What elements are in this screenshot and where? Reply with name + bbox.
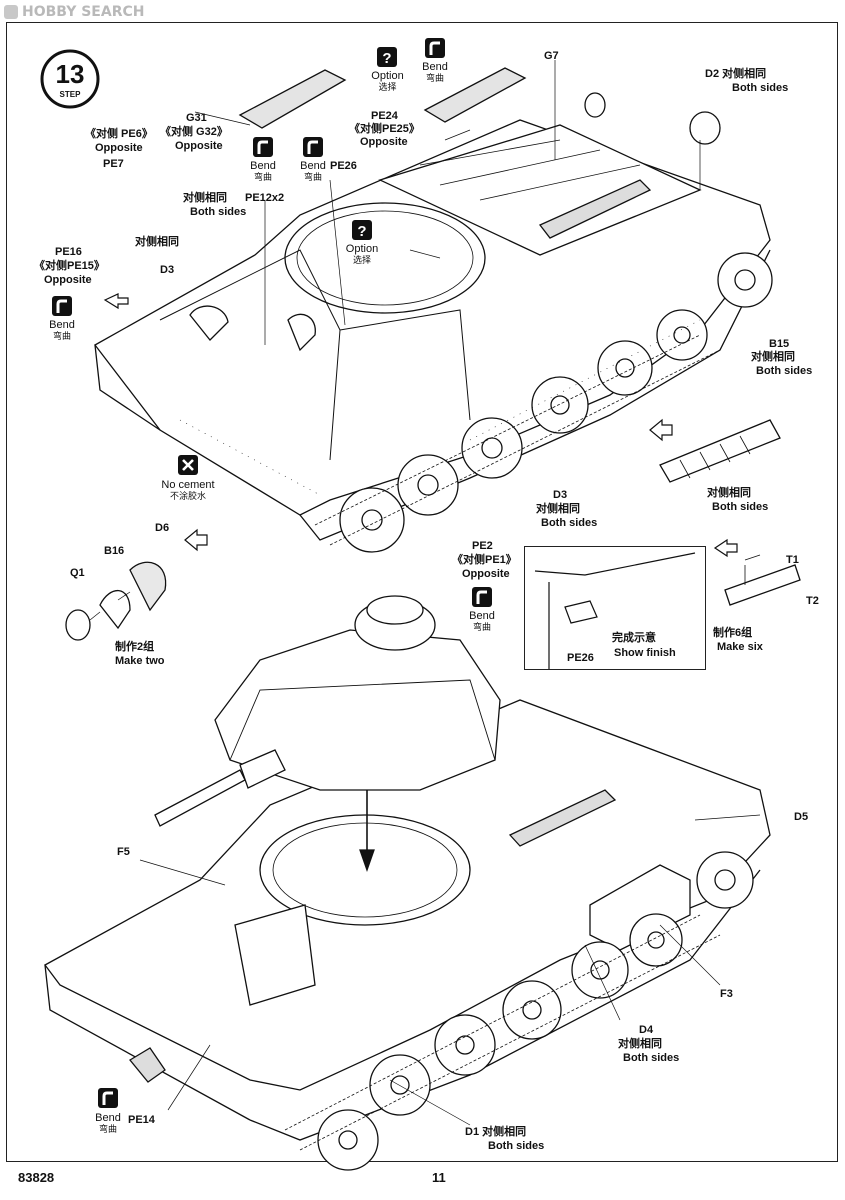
label-d4-zh: 对侧相同 — [618, 1038, 662, 1050]
label-d6: D6 — [155, 522, 170, 534]
label-t1: T1 — [786, 554, 799, 566]
step-word: STEP — [59, 90, 81, 99]
top-hull-drawing — [94, 60, 773, 553]
inset-drawing — [534, 552, 696, 669]
headlight-subassembly-drawing — [65, 561, 167, 641]
label-d4-both: Both sides — [623, 1052, 680, 1064]
label-d2: D2 对侧相同 — [705, 68, 767, 80]
label-pe1: 《对侧PE1》 — [452, 554, 517, 566]
bend-label: Bend 弯曲 — [95, 1112, 121, 1135]
label-pe1-opposite: Opposite — [462, 568, 510, 580]
label-make-two-zh: 制作2组 — [115, 641, 155, 653]
label-pe25-opposite: Opposite — [360, 136, 408, 148]
label-pe15: 《对侧PE15》 — [34, 260, 105, 272]
label-g32-opposite: Opposite — [175, 140, 223, 152]
label-f3: F3 — [720, 988, 733, 1000]
label-d5: D5 — [794, 811, 809, 823]
bend-icon — [253, 137, 273, 157]
hobby-search-logo-icon — [4, 5, 18, 19]
bend-label: Bend 弯曲 — [469, 610, 495, 633]
option-icon: ? — [377, 47, 397, 67]
label-t2: T2 — [806, 595, 819, 607]
page-number: 11 — [432, 1170, 446, 1185]
hollow-arrow-icon — [103, 293, 129, 310]
label-d2-both: Both sides — [732, 82, 789, 94]
bend-label: Bend 弯曲 — [422, 61, 448, 84]
bend-icon — [52, 296, 72, 316]
label-pe15-opposite: Opposite — [44, 274, 92, 286]
hollow-arrow-icon — [184, 528, 208, 552]
label-d3-mid: D3 — [553, 489, 568, 501]
bend-icon — [425, 38, 445, 58]
bend-label: Bend 弯曲 — [300, 160, 326, 183]
step-badge-drawing — [40, 49, 100, 109]
option-label: Option 选择 — [345, 243, 379, 266]
label-pe16: PE16 — [55, 246, 82, 258]
label-b15-both: Both sides — [756, 365, 813, 377]
label-tracks-both: Both sides — [712, 501, 769, 513]
label-d3-top: D3 — [160, 264, 175, 276]
label-b15-zh: 对侧相同 — [751, 351, 795, 363]
bottom-road-wheels — [317, 851, 754, 1171]
watermark: HOBBY SEARCH — [4, 4, 144, 20]
label-pe14: PE14 — [128, 1114, 155, 1126]
bend-icon — [303, 137, 323, 157]
label-pe2: PE2 — [472, 540, 493, 552]
label-b16: B16 — [104, 545, 125, 557]
label-make-two: Make two — [115, 655, 165, 667]
svg-text:?: ? — [357, 223, 366, 240]
option-label: Option 选择 — [371, 70, 404, 93]
label-pe6-opposite: Opposite — [95, 142, 143, 154]
product-code: 83828 — [18, 1170, 55, 1185]
svg-text:?: ? — [382, 50, 391, 67]
label-pe25: 《对侧PE25》 — [349, 123, 420, 135]
watermark-text: HOBBY SEARCH — [22, 4, 145, 20]
label-b15: B15 — [769, 338, 790, 350]
label-d1-both: Both sides — [488, 1140, 545, 1152]
bend-icon — [98, 1088, 118, 1108]
no-cement-label: No cement 不涂胶水 — [161, 479, 215, 502]
inset-show-finish-zh: 完成示意 — [612, 632, 656, 644]
label-pe26: PE26 — [330, 160, 357, 172]
label-pe7: PE7 — [103, 158, 124, 170]
show-finish-inset — [524, 546, 706, 670]
label-d3-mid-both: Both sides — [541, 517, 598, 529]
label-pe6: 《对侧 PE6》 — [85, 128, 153, 140]
option-icon: ? — [352, 220, 372, 240]
label-pe12-zh: 对侧相同 — [183, 192, 227, 204]
label-g31: G31 — [186, 112, 207, 124]
track-links-drawing — [659, 419, 801, 606]
top-road-wheels — [339, 252, 773, 553]
label-g32: 《对侧 G32》 — [160, 126, 228, 138]
label-pe16-zh: 对侧相同 — [135, 236, 179, 248]
label-make-six: Make six — [717, 641, 763, 653]
step-number: 13 — [55, 59, 85, 89]
label-d4: D4 — [639, 1024, 654, 1036]
label-d1: D1 对侧相同 — [465, 1126, 527, 1138]
bend-label: Bend 弯曲 — [49, 319, 75, 342]
bottom-hull-drawing — [44, 595, 771, 1171]
label-d3-mid-zh: 对侧相同 — [536, 503, 580, 515]
label-pe24: PE24 — [371, 110, 398, 122]
page-frame — [6, 22, 838, 1162]
inset-label-pe26: PE26 — [567, 652, 594, 664]
label-q1: Q1 — [70, 567, 85, 579]
label-g7: G7 — [544, 50, 559, 62]
hollow-arrow-icon — [649, 418, 673, 442]
inset-show-finish: Show finish — [614, 647, 676, 659]
label-tracks-zh: 对侧相同 — [707, 487, 751, 499]
label-f5: F5 — [117, 846, 130, 858]
label-make-six-zh: 制作6组 — [713, 627, 753, 639]
label-pe12-both: Both sides — [190, 206, 247, 218]
no-cement-icon — [178, 455, 198, 475]
label-pe12: PE12x2 — [245, 192, 285, 204]
bend-label: Bend 弯曲 — [250, 160, 276, 183]
bend-icon — [472, 587, 492, 607]
hollow-arrow-icon — [713, 538, 738, 558]
